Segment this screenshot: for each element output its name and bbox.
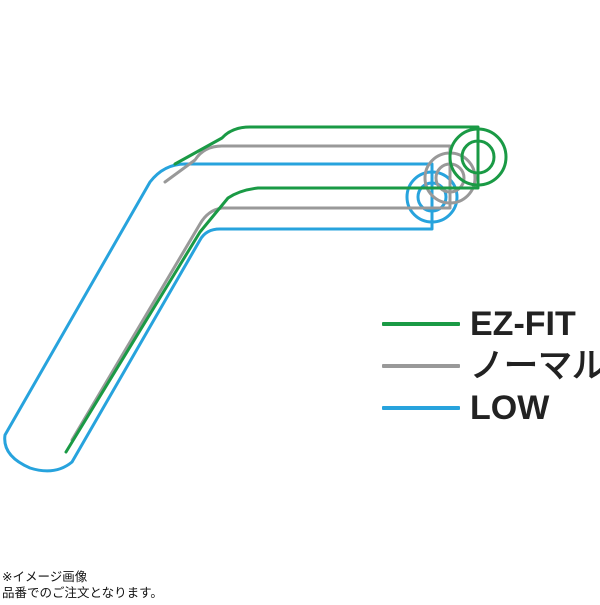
legend-swatch-low [382, 406, 460, 410]
order-note: 品番でのご注文となります。 [2, 585, 163, 600]
handlebar-normal-body [70, 144, 452, 442]
legend-item-ez-fit: EZ-FIT [382, 304, 576, 344]
legend-label-ez-fit: EZ-FIT [470, 305, 576, 343]
handlebar-ezfit-outline [64, 125, 508, 454]
image-note: ※イメージ画像 [2, 569, 88, 584]
legend-swatch-normal [382, 364, 460, 368]
handlebar-low-end [405, 170, 459, 224]
handlebar-low-body [3, 162, 434, 473]
legend-item-normal: ノーマル [382, 346, 600, 386]
legend-swatch-ez-fit [382, 322, 460, 326]
legend-label-normal: ノーマル [470, 347, 600, 385]
handlebar-low-outline [3, 162, 459, 473]
handlebar-ezfit-end [448, 127, 508, 187]
legend-label-low: LOW [470, 389, 550, 427]
handlebar-ezfit-body [64, 125, 480, 454]
handlebar-low-end-inner [416, 181, 448, 213]
handlebar-ezfit-end-inner [460, 139, 496, 175]
legend-item-low: LOW [382, 388, 549, 428]
